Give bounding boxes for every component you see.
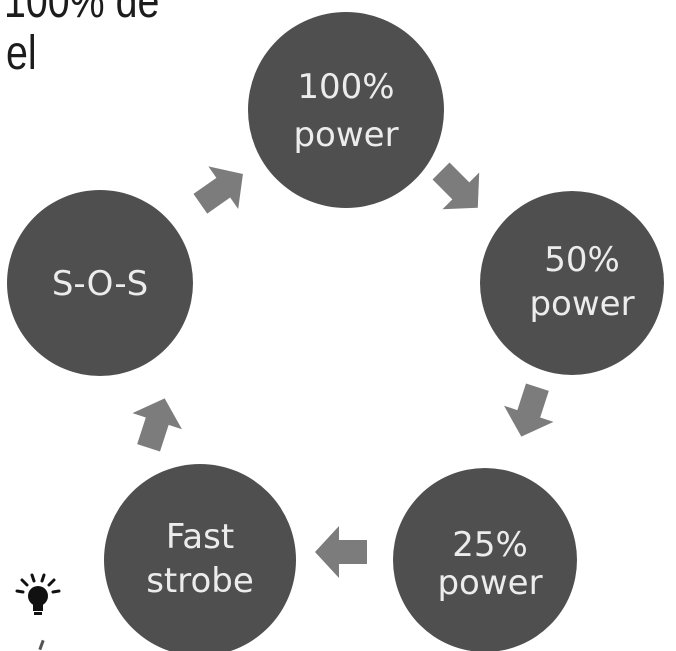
node-100-power-circle bbox=[248, 12, 444, 208]
node-fast-strobe-line1: Fast bbox=[166, 517, 234, 557]
node-25-power-line1: 25% bbox=[452, 525, 528, 565]
lightbulb-icon bbox=[15, 573, 61, 615]
arrow-fast-to-sos bbox=[132, 398, 182, 452]
node-25-power-circle bbox=[393, 468, 577, 651]
arrow-sos-to-100 bbox=[193, 166, 243, 214]
node-100-power-line1: 100% bbox=[297, 67, 394, 107]
node-50-power-line2: power bbox=[529, 284, 634, 324]
node-sos-line1: S-O-S bbox=[52, 264, 148, 304]
node-100-power-line2: power bbox=[293, 115, 398, 155]
node-25-power: 25% power bbox=[393, 468, 577, 651]
node-50-power-circle bbox=[480, 191, 664, 375]
node-50-power: 50% power bbox=[480, 191, 664, 375]
arrow-100-to-50 bbox=[432, 162, 480, 210]
node-fast-strobe-circle bbox=[104, 464, 296, 651]
node-sos-circle bbox=[7, 190, 193, 376]
heading-line-2: el bbox=[6, 27, 37, 80]
node-50-power-line1: 50% bbox=[544, 240, 620, 280]
node-fast-strobe-line2: strobe bbox=[146, 561, 254, 601]
node-25-power-line2: power bbox=[437, 563, 542, 603]
node-fast-strobe: Fast strobe bbox=[104, 464, 296, 651]
node-100-power: 100% power bbox=[248, 12, 444, 208]
node-sos: S-O-S bbox=[7, 190, 193, 376]
heading-line-1: 100% de bbox=[4, 0, 160, 28]
arrow-25-to-fast bbox=[315, 526, 367, 578]
arrow-50-to-25 bbox=[504, 383, 554, 437]
